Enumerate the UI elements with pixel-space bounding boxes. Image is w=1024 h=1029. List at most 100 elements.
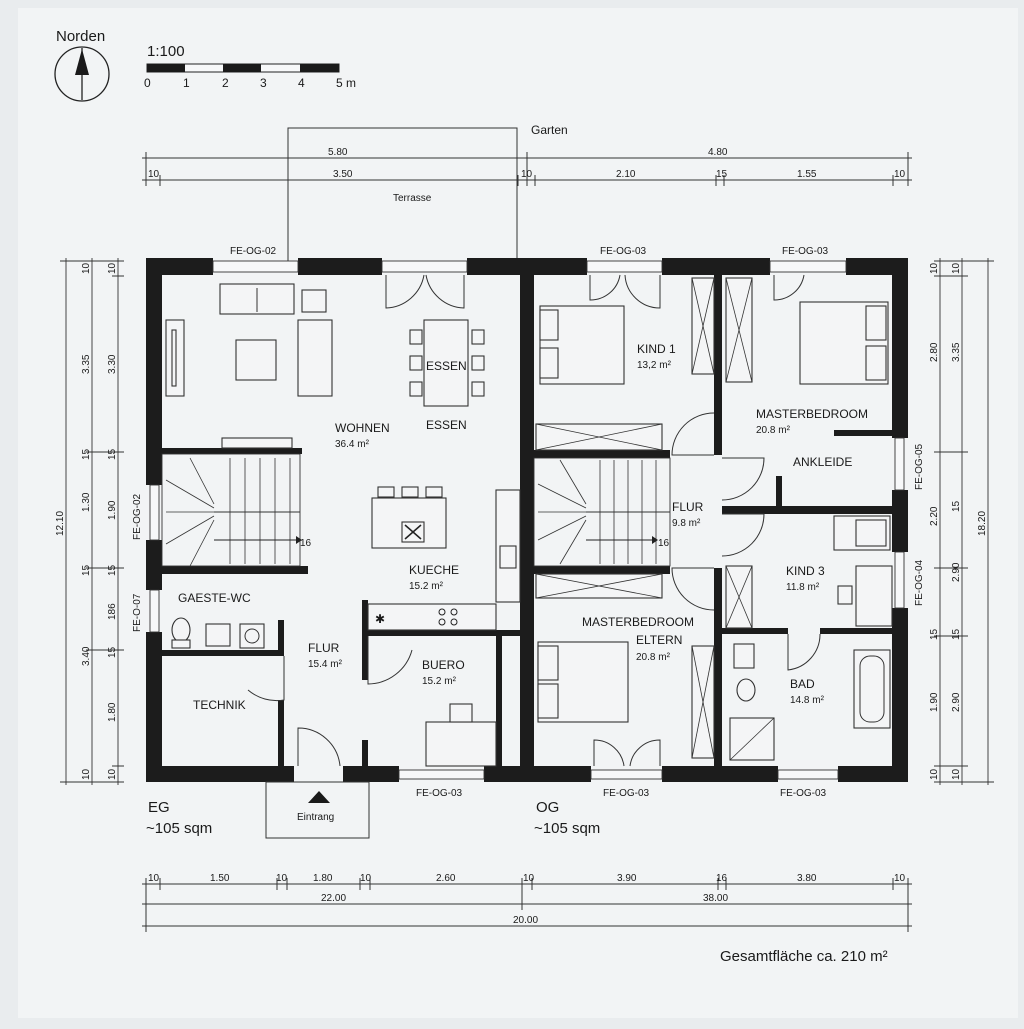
furniture-og bbox=[533, 277, 893, 761]
fridge-icon: ✱ bbox=[375, 612, 385, 626]
dim-label: 10 bbox=[107, 262, 118, 274]
north-label: Norden bbox=[56, 28, 105, 45]
dim-label: 1.50 bbox=[210, 873, 230, 884]
right-dimensions: 10 2.80 2.20 15 1.90 10 10 3.35 15 2.90 … bbox=[929, 258, 994, 785]
dim-label: 10 bbox=[523, 873, 535, 884]
room-area: 36.4 m² bbox=[335, 439, 370, 450]
dim-label: 15 bbox=[107, 448, 118, 460]
room-name: BUERO bbox=[422, 658, 465, 672]
room-area: 15.2 m² bbox=[422, 676, 457, 687]
dim-label: 10 bbox=[148, 169, 160, 180]
scale-tick: 0 bbox=[144, 76, 151, 90]
dim-label: 1.80 bbox=[107, 702, 118, 722]
window-label: FE-OG-02 bbox=[230, 246, 277, 257]
scale-label: 1:100 bbox=[147, 43, 185, 60]
dim-label: 10 bbox=[929, 768, 940, 780]
dim-label: 22.00 bbox=[321, 893, 346, 904]
dim-label: 2.90 bbox=[951, 692, 962, 712]
dim-label: 15 bbox=[107, 646, 118, 658]
dim-label: 15 bbox=[81, 448, 92, 460]
doors bbox=[247, 274, 821, 767]
terrace-label: Terrasse bbox=[393, 193, 432, 204]
dim-label: 10 bbox=[360, 873, 372, 884]
windows bbox=[149, 260, 905, 780]
room-name: ESSEN bbox=[426, 359, 467, 373]
room-area: 20.8 m² bbox=[756, 425, 791, 436]
dim-label: 10 bbox=[894, 169, 906, 180]
dim-label: 3.30 bbox=[107, 354, 118, 374]
dim-label: 10 bbox=[894, 873, 906, 884]
dim-label: 38.00 bbox=[703, 893, 728, 904]
dim-label: 3.50 bbox=[333, 169, 353, 180]
dim-label: 10 bbox=[951, 768, 962, 780]
dim-label: 1.90 bbox=[929, 692, 940, 712]
dim-label: 2.20 bbox=[929, 506, 940, 526]
stair-steps: 16 bbox=[658, 538, 670, 549]
room-area: 15.2 m² bbox=[409, 581, 444, 592]
dim-label: 10 bbox=[951, 262, 962, 274]
window-label: FE-OG-04 bbox=[914, 559, 925, 606]
dim-label: 186 bbox=[107, 603, 118, 620]
top-dimensions: 5.80 4.80 10 3.50 10 2.10 15 1.55 10 bbox=[142, 147, 912, 186]
room-area: 14.8 m² bbox=[790, 695, 825, 706]
room-name: BAD bbox=[790, 677, 815, 691]
room-name: KIND 3 bbox=[786, 564, 825, 578]
window-label: FE-OG-03 bbox=[782, 246, 829, 257]
scale-tick: 5 m bbox=[336, 76, 356, 90]
north-arrow-icon bbox=[54, 46, 110, 102]
dim-label: 15 bbox=[929, 628, 940, 640]
furniture-eg: ✱ bbox=[161, 283, 521, 767]
room-area: 20.8 m² bbox=[636, 652, 671, 663]
room-name: WOHNEN bbox=[335, 421, 390, 435]
scale-tick: 4 bbox=[298, 76, 305, 90]
dim-label: 15 bbox=[716, 169, 728, 180]
dim-label: 2.60 bbox=[436, 873, 456, 884]
room-area: 15.4 m² bbox=[308, 659, 343, 670]
window-label: FE-OG-05 bbox=[914, 443, 925, 490]
floor-name-eg: EG bbox=[148, 799, 170, 816]
room-name: KUECHE bbox=[409, 563, 459, 577]
scale-tick: 2 bbox=[222, 76, 229, 90]
window-label: FE-OG-03 bbox=[780, 788, 827, 799]
left-dimensions: 12.10 3.35 15 1.30 15 3.40 10 10 3.30 15… bbox=[55, 258, 124, 785]
dim-label: 15 bbox=[81, 564, 92, 576]
floor-name-og: OG bbox=[536, 799, 559, 816]
dim-label: 3.40 bbox=[81, 646, 92, 666]
dim-label: 10 bbox=[81, 262, 92, 274]
floor-area-eg: ~105 sqm bbox=[146, 820, 212, 837]
room-labels: WOHNEN 36.4 m² ESSEN ESSEN KUECHE 15.2 m… bbox=[178, 342, 868, 712]
room-name: GAESTE-WC bbox=[178, 591, 251, 605]
dim-label: 10 bbox=[521, 169, 533, 180]
room-name: ELTERN bbox=[636, 633, 682, 647]
entrance-arrow-icon bbox=[308, 791, 330, 803]
dim-label: 20.00 bbox=[513, 915, 538, 926]
dim-label: 3.35 bbox=[951, 342, 962, 362]
window-label: FE-OG-03 bbox=[603, 788, 650, 799]
dim-label: 15 bbox=[951, 628, 962, 640]
dim-label: 10 bbox=[107, 768, 118, 780]
dim-label: 2.90 bbox=[951, 562, 962, 582]
dim-label: 10 bbox=[81, 768, 92, 780]
dim-label: 12.10 bbox=[55, 511, 66, 536]
window-label: FE-OG-03 bbox=[600, 246, 647, 257]
room-name: FLUR bbox=[308, 641, 340, 655]
room-name: ANKLEIDE bbox=[793, 455, 852, 469]
floor-area-og: ~105 sqm bbox=[534, 820, 600, 837]
total-area: Gesamtfläche ca. 210 m² bbox=[720, 948, 888, 965]
entrance-label: Eintrang bbox=[297, 812, 334, 823]
dim-label: 5.80 bbox=[328, 147, 348, 158]
scale-tick: 3 bbox=[260, 76, 267, 90]
room-name: ESSEN bbox=[426, 418, 467, 432]
dim-label: 1.55 bbox=[797, 169, 817, 180]
room-name: MASTERBEDROOM bbox=[756, 407, 868, 421]
window-label: FE-OG-03 bbox=[416, 788, 463, 799]
room-area: 13,2 m² bbox=[637, 360, 672, 371]
dim-label: 15 bbox=[107, 564, 118, 576]
window-label: FE-OG-02 bbox=[132, 493, 143, 540]
dim-label: 18.20 bbox=[977, 511, 988, 536]
building-walls bbox=[146, 258, 908, 782]
dim-label: 4.80 bbox=[708, 147, 728, 158]
dim-label: 10 bbox=[276, 873, 288, 884]
